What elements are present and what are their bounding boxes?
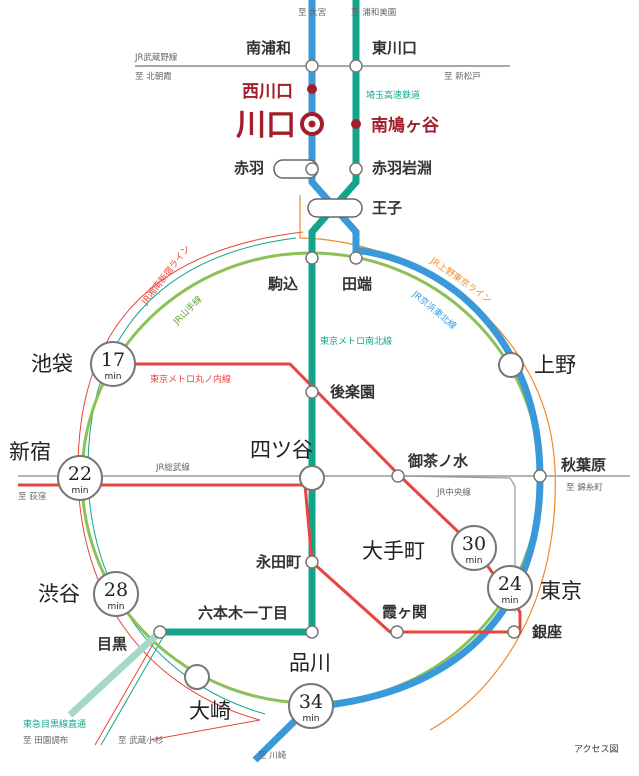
roppongi-marker[interactable] [305,625,319,639]
badge-shibuya: 28 min [93,571,139,617]
dir-ogikubo: 至 荻窪 [18,491,46,502]
time-shinjuku: 22 [68,463,92,485]
direction-labels: 至 大宮 至 浦和美園 至 北朝霞 至 新松戸 至 荻窪 至 錦糸町 至 田園調… [18,7,603,761]
time-ikebukuro: 17 [101,349,125,371]
akabaneiwabuchi-marker[interactable] [349,162,363,176]
label-ochanomizu: 御茶ノ水 [407,452,469,470]
label-akabaneiwabuchi: 赤羽岩淵 [372,159,432,177]
marunouchi-line [18,362,522,634]
nishikawaguchi-marker[interactable] [307,84,317,94]
label-kasumigaseki: 霞ヶ関 [382,603,427,621]
label-nagatacho: 永田町 [255,553,301,571]
ginza-marker[interactable] [507,625,521,639]
time-unit: min [105,372,122,382]
yotsuya-marker[interactable] [299,465,325,491]
time-tokyo: 24 [498,573,522,595]
dir-shinmatsudo: 至 新松戸 [444,71,481,82]
label-keihin-tohoku: JR京浜東北線 [409,287,459,331]
label-roppongi: 六本木一丁目 [198,604,288,622]
badge-otemachi: 30 min [451,525,497,571]
label-nishikawaguchi: 西川口 [242,82,293,102]
time-badges: 17 min 22 min 30 min 24 min 28 min 34 mi… [57,341,533,729]
label-komagome: 駒込 [268,275,298,293]
osaki-marker[interactable] [184,664,210,690]
tokyu-meguro-line [67,629,163,718]
label-marunouchi: 東京メトロ丸ノ内線 [150,373,231,385]
label-namboku: 東京メトロ南北線 [320,335,392,347]
time-otemachi: 30 [462,533,486,555]
oji-transfer [307,198,363,218]
badge-shinjuku: 22 min [57,455,103,501]
badge-ikebukuro: 17 min [90,341,136,387]
ochanomizu-marker[interactable] [391,469,405,483]
major-station-markers [184,352,524,690]
time-unit: min [303,714,320,724]
label-higashikawaguchi: 東川口 [372,39,417,57]
kawaguchi-center [308,120,316,128]
label-osaki: 大崎 [189,699,231,723]
station-labels: 南浦和 東川口 赤羽 赤羽岩淵 王子 駒込 田端 後楽園 御茶ノ水 秋葉原 永田… [97,39,606,653]
dir-kinshicho: 至 錦糸町 [566,482,603,493]
label-ueno: 上野 [534,353,576,377]
badge-shinagawa: 34 min [288,683,334,729]
dir-kitaasaka: 至 北朝霞 [135,72,172,82]
dir-urawamisono: 至 浦和美園 [351,7,396,18]
dir-denenchofu: 至 田園調布 [23,735,68,746]
label-meguro: 目黒 [97,635,127,653]
dir-kawasaki: 至 川崎 [258,750,287,761]
label-akihabara: 秋葉原 [561,456,606,474]
dir-musashikosugi: 至 武蔵小杉 [118,735,164,746]
label-tabata: 田端 [342,275,372,293]
minamiurawa-marker[interactable] [305,59,319,73]
time-unit: min [72,486,89,496]
kasumigaseki-marker[interactable] [390,625,404,639]
label-ikebukuro: 池袋 [31,352,73,376]
label-minamiurawa: 南浦和 [246,39,291,57]
nagatacho-marker[interactable] [305,555,319,569]
label-sobu: JR総武線 [155,462,190,473]
label-musashino: JR武蔵野線 [134,52,178,63]
label-akabane: 赤羽 [234,159,264,177]
label-minamihatogaya: 南鳩ヶ谷 [371,115,440,136]
higashikawaguchi-marker[interactable] [349,59,363,73]
saikyo-south-line [100,631,167,746]
chuo-line [399,475,516,612]
tabata-marker[interactable] [349,251,363,265]
time-shibuya: 28 [104,579,128,601]
station-markers [153,59,547,639]
label-yotsuya: 四ツ谷 [250,438,313,462]
time-unit: min [108,602,125,612]
label-chuo: JR中央線 [436,487,471,498]
shonan-south-line [94,631,161,746]
dir-omiya: 至 大宮 [298,7,326,18]
time-unit: min [466,556,483,566]
label-otemachi: 大手町 [362,539,425,563]
ueno-marker[interactable] [498,352,524,378]
akihabara-marker[interactable] [533,469,547,483]
label-kawaguchi: 川口 [236,108,296,143]
time-unit: min [502,596,519,606]
label-oji: 王子 [372,199,402,217]
label-tokyo: 東京 [540,579,582,603]
major-station-labels: 池袋 上野 新宿 四ツ谷 大手町 東京 渋谷 品川 大崎 [9,352,582,723]
label-shonan-shinjuku: JR湘南新宿ライン [138,243,192,308]
label-tokyu-meguro: 東急目黒線直通 [23,718,86,730]
label-shinagawa: 品川 [289,651,331,675]
akabane-marker[interactable] [305,162,319,176]
label-shibuya: 渋谷 [38,582,80,606]
label-shinjuku: 新宿 [9,440,51,464]
meguro-marker[interactable] [153,625,167,639]
map-caption: アクセス図 [574,744,619,755]
komagome-marker[interactable] [305,251,319,265]
label-ginza: 銀座 [532,623,562,641]
minamihatogaya-marker[interactable] [351,119,361,129]
korakuen-marker[interactable] [305,385,319,399]
label-korakuen: 後楽園 [329,383,375,401]
label-saitama-railway: 埼玉高速鉄道 [366,89,420,101]
time-shinagawa: 34 [299,691,323,713]
badge-tokyo: 24 min [487,565,533,611]
